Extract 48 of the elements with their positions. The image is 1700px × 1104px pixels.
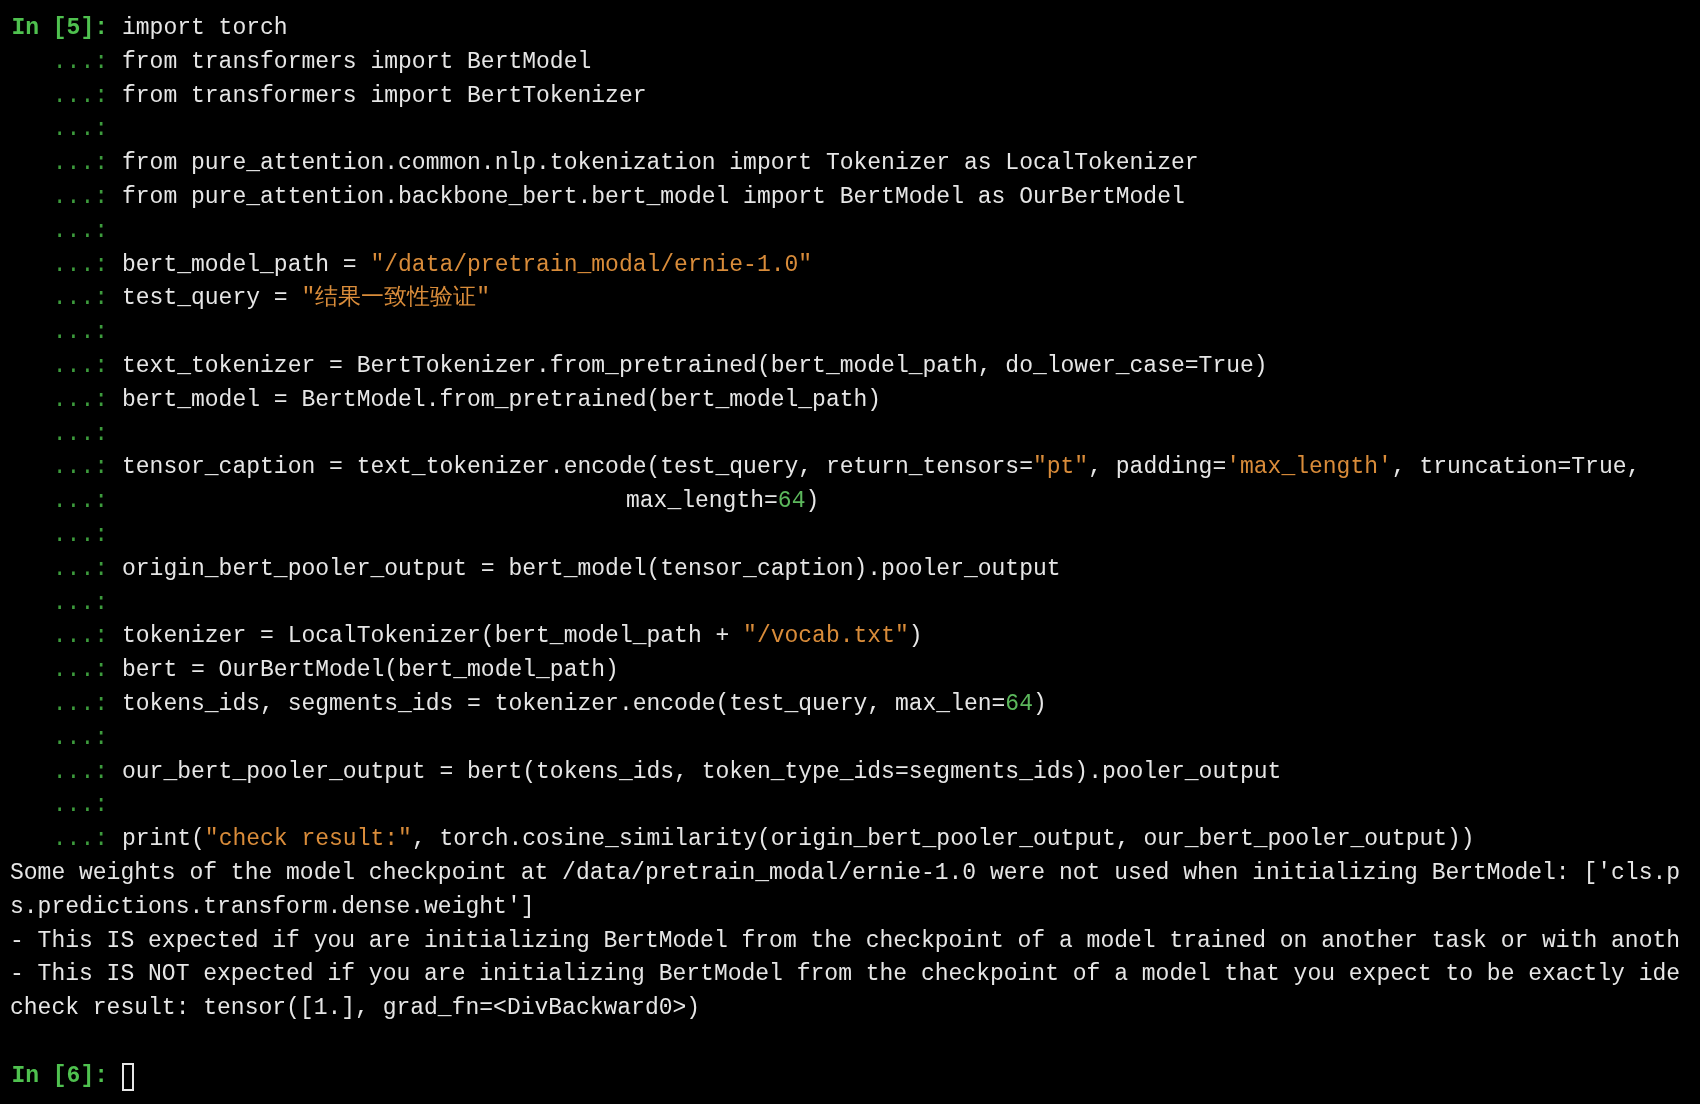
prompt: ...: [51,216,108,246]
code-line: print("check result:", torch.cosine_similarity(origin_bert_pooler_output, our_bert_pooler_output)) [122,825,1475,855]
output-line: - This IS expected if you are initializing BertModel from the checkpoint of a model trained on another task or with anoth [10,926,1681,956]
code-line: test_query = "结果一致性验证" [122,284,491,314]
prompt: ...: [51,554,108,584]
prompt: ...: [51,656,108,686]
output-line: check result: tensor([1.], grad_fn=<DivBackward0>) [10,994,701,1024]
prompt: In [5]: [10,14,108,43]
prompt: ...: [51,689,108,719]
prompt: ...: [51,520,108,550]
prompt: ...: [51,791,108,821]
prompt: ...: [51,351,108,381]
prompt: ...: [51,385,108,415]
prompt: ...: [51,622,108,652]
code-line: tokens_ids, segments_ids = tokenizer.encode(test_query, max_len=64) [122,689,1047,719]
prompt: ...: [51,183,108,212]
prompt: ...: [51,115,108,145]
code-line: our_bert_pooler_output = bert(tokens_ids, token_type_ids=segments_ids).pooler_output [122,757,1282,787]
code-line: bert = OurBertModel(bert_model_path) [122,656,619,686]
code-line: from transformers import BertModel [122,47,592,77]
output-line: - This IS NOT expected if you are initializing BertModel from the checkpoint of a model that you expect to be exactly ide [10,960,1681,990]
code-line: origin_bert_pooler_output = bert_model(tensor_caption).pooler_output [122,554,1061,584]
prompt: ...: [51,487,108,517]
code-line: from pure_attention.backbone_bert.bert_model import BertModel as OurBertModel [122,183,1185,212]
prompt: ...: [51,318,108,348]
code-line: from transformers import BertTokenizer [122,81,647,111]
prompt: ...: [51,149,108,179]
prompt: ...: [51,81,108,111]
code-line: tensor_caption = text_tokenizer.encode(test_query, return_tensors="pt", padding='max_length', truncation=True, [122,453,1641,483]
prompt: ...: [51,757,108,787]
prompt: ...: [51,250,108,280]
prompt: ...: [51,419,108,449]
code-line: bert_model_path = "/data/pretrain_modal/ernie-1.0" [122,250,813,280]
code-line: from pure_attention.common.nlp.tokenization import Tokenizer as LocalTokenizer [122,149,1199,179]
prompt: ...: [51,284,108,314]
output-line: s.predictions.transform.dense.weight'] [10,892,535,922]
code-line: tokenizer = LocalTokenizer(bert_model_path + "/vocab.txt") [122,622,923,652]
prompt: In [6]: [10,1061,108,1091]
prompt: ...: [51,47,108,77]
prompt: ...: [51,588,108,618]
code-line: max_length=64) [626,487,820,517]
output-line: Some weights of the model checkpoint at /data/pretrain_modal/ernie-1.0 were not used when initializing BertModel: ['cls.p [10,858,1681,888]
code-line: text_tokenizer = BertTokenizer.from_pretrained(bert_model_path, do_lower_case=True) [122,351,1268,381]
prompt: ...: [51,723,108,753]
code-line: import torch [122,14,288,43]
prompt: ...: [51,825,108,855]
code-line: bert_model = BertModel.from_pretrained(bert_model_path) [122,385,882,415]
prompt: ...: [51,453,108,483]
